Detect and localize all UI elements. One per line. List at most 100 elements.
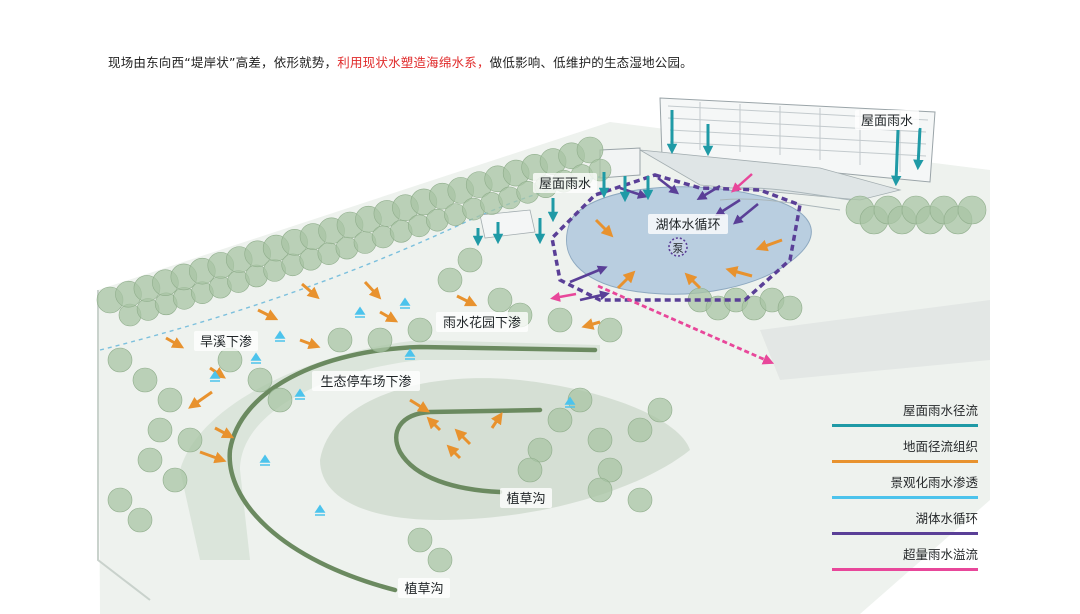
orange-arrow	[490, 412, 503, 429]
infiltration-marker	[250, 352, 262, 364]
label-rain-garden: 雨水花园下渗	[443, 315, 521, 331]
tree	[127, 507, 153, 533]
tree	[407, 317, 433, 343]
purple-arrow	[696, 184, 721, 201]
tree	[487, 287, 513, 313]
tree	[177, 427, 203, 453]
infiltration-marker	[274, 330, 286, 342]
tree	[527, 437, 553, 463]
infiltration-marker	[294, 388, 306, 400]
purple-arrow	[657, 176, 680, 195]
tree	[777, 295, 803, 321]
label-roof-rain-pavilion: 屋面雨水	[539, 177, 591, 192]
label-grass-swale-inner: 植草沟	[506, 492, 545, 507]
tree	[437, 267, 463, 293]
lake-circulation-arrows	[569, 176, 759, 302]
orange-arrow	[379, 310, 399, 323]
caption-part1: 现场由东向西“堤岸状”高差，依形就势，	[108, 55, 338, 70]
label-roof-rain-building: 屋面雨水	[861, 114, 913, 129]
ground-runoff-arrows	[165, 218, 783, 464]
legend-swatch	[832, 424, 978, 427]
legend-item-overflow: 超量雨水溢流	[832, 544, 978, 580]
tree	[587, 427, 613, 453]
orange-arrow	[188, 390, 213, 409]
caption: 现场由东向西“堤岸状”高差，依形就势，利用现状水塑造海绵水系，做低影响、低维护的…	[108, 52, 693, 71]
tree	[597, 457, 623, 483]
orange-arrow	[409, 398, 431, 413]
orange-arrow	[446, 444, 462, 460]
infiltration-marker	[404, 348, 416, 360]
tree	[162, 467, 188, 493]
tree	[217, 347, 243, 373]
purple-arrow	[569, 265, 608, 284]
infiltration-marker	[399, 297, 411, 309]
orange-arrow	[165, 336, 185, 349]
tree	[107, 347, 133, 373]
caption-highlight: 利用现状水塑造海绵水系，	[337, 55, 490, 70]
teal-arrow	[913, 127, 924, 171]
grass-swale-outer	[227, 344, 598, 593]
tree	[107, 487, 133, 513]
legend-item-ground-runoff: 地面径流组织	[832, 436, 978, 472]
legend-item-infiltration: 景观化雨水渗透	[832, 472, 978, 508]
pump-label: 泵	[673, 242, 684, 255]
orange-arrow	[363, 280, 382, 300]
orange-arrow	[616, 270, 636, 290]
legend-swatch	[832, 460, 978, 463]
purple-arrow	[579, 290, 610, 302]
lake	[566, 186, 812, 295]
tree	[367, 327, 393, 353]
tree	[576, 136, 604, 164]
tree	[157, 387, 183, 413]
purple-arrow	[732, 202, 759, 225]
orange-arrow	[299, 337, 321, 350]
orange-arrow	[257, 308, 279, 321]
label-dry-creek: 旱溪下渗	[200, 335, 252, 350]
overflow-arrow-short	[550, 292, 577, 302]
orange-arrow	[594, 218, 614, 238]
overflow-arrow-long	[597, 284, 775, 365]
tree	[427, 547, 453, 573]
legend: 屋面雨水径流 地面径流组织 景观化雨水渗透 湖体水循环 超量雨水溢流	[832, 400, 978, 580]
tree	[547, 407, 573, 433]
overflow-arrows	[550, 173, 775, 365]
legend-swatch	[832, 532, 978, 535]
tree	[647, 397, 673, 423]
infiltration-marker	[314, 504, 326, 516]
tree	[267, 387, 293, 413]
legend-item-lake-circulation: 湖体水循环	[832, 508, 978, 544]
purple-arrow	[714, 198, 741, 217]
road-band	[760, 300, 990, 380]
labels: 屋面雨水 屋面雨水 湖体水循环 旱溪下渗 雨水花园下渗 生态停车场下渗 植草沟 …	[194, 110, 919, 598]
legend-item-roof-runoff: 屋面雨水径流	[832, 400, 978, 436]
legend-text: 屋面雨水径流	[902, 403, 978, 418]
infiltration-marker	[354, 306, 366, 318]
orange-arrow	[209, 366, 226, 379]
tree	[407, 527, 433, 553]
legend-text: 超量雨水溢流	[902, 547, 978, 562]
tree	[627, 487, 653, 513]
label-lake-circulation: 湖体水循环	[655, 218, 720, 233]
teal-arrow	[890, 129, 902, 187]
infiltration-markers	[209, 297, 576, 516]
lake-circulation-loop	[550, 173, 802, 302]
legend-text: 景观化雨水渗透	[890, 475, 978, 490]
orange-arrow	[684, 272, 702, 290]
orange-arrow	[454, 428, 472, 446]
tree-canopy-group	[96, 136, 987, 573]
grass-swale-inner	[394, 407, 543, 495]
orange-arrow	[426, 416, 442, 432]
orange-arrow	[214, 426, 235, 439]
tree	[247, 367, 273, 393]
infiltration-marker	[564, 396, 576, 408]
tree	[597, 317, 623, 343]
tree	[147, 417, 173, 443]
orange-arrow	[456, 294, 478, 307]
orange-arrow	[581, 318, 601, 330]
orange-arrow	[301, 282, 320, 300]
tree	[547, 307, 573, 333]
label-grass-swale-outer: 植草沟	[404, 582, 443, 597]
site-edge-left	[97, 290, 151, 601]
tree	[957, 195, 987, 225]
tree	[587, 477, 613, 503]
